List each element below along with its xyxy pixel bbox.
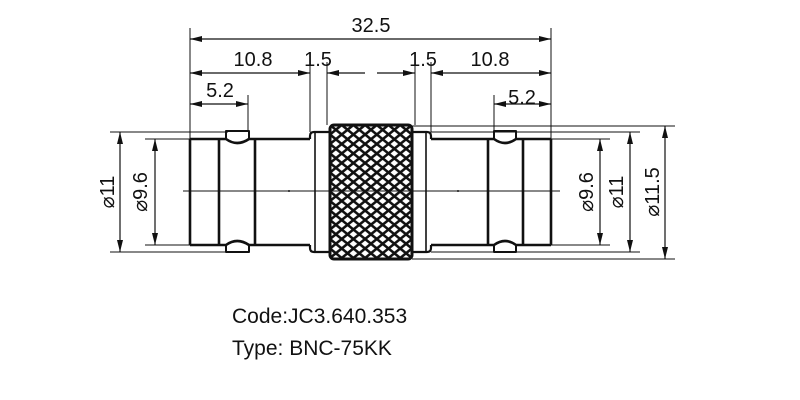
right-bayonet-pin-top [493, 130, 517, 139]
label-overall-length: 32.5 [352, 15, 391, 37]
left-flange [308, 130, 330, 254]
label-left-bayonet: 5.2 [206, 80, 234, 102]
label-left-outer-dia: ⌀11 [97, 176, 119, 209]
knurled-nut [326, 123, 416, 261]
left-body-outline [188, 137, 310, 247]
right-center-mark [457, 190, 459, 192]
product-code: Code:JC3.640.353 [232, 305, 408, 328]
left-center-mark [288, 190, 290, 192]
right-bayonet-pin-bottom [493, 245, 517, 253]
label-right-body: 10.8 [471, 49, 510, 71]
left-bayonet-pin-bottom [225, 245, 250, 253]
right-flange [412, 130, 433, 254]
label-right-flange: 1.5 [409, 49, 437, 71]
label-left-flange: 1.5 [304, 49, 332, 71]
dimension-lines [117, 36, 668, 259]
dimension-labels: 32.5 10.8 1.5 1.5 10.8 5.2 5.2 ⌀11 ⌀9.6 … [97, 15, 664, 217]
product-type: Type: BNC-75KK [232, 337, 392, 360]
label-left-inner-dia: ⌀9.6 [130, 172, 152, 212]
label-right-inner-dia: ⌀9.6 [576, 172, 598, 212]
left-bayonet-pin-top [225, 130, 250, 139]
label-nut-dia: ⌀11.5 [642, 167, 664, 216]
label-right-outer-dia: ⌀11 [606, 176, 628, 209]
label-right-bayonet: 5.2 [508, 87, 536, 109]
label-left-body: 10.8 [234, 49, 273, 71]
right-body-outline [431, 137, 553, 247]
connector-body [188, 123, 553, 261]
